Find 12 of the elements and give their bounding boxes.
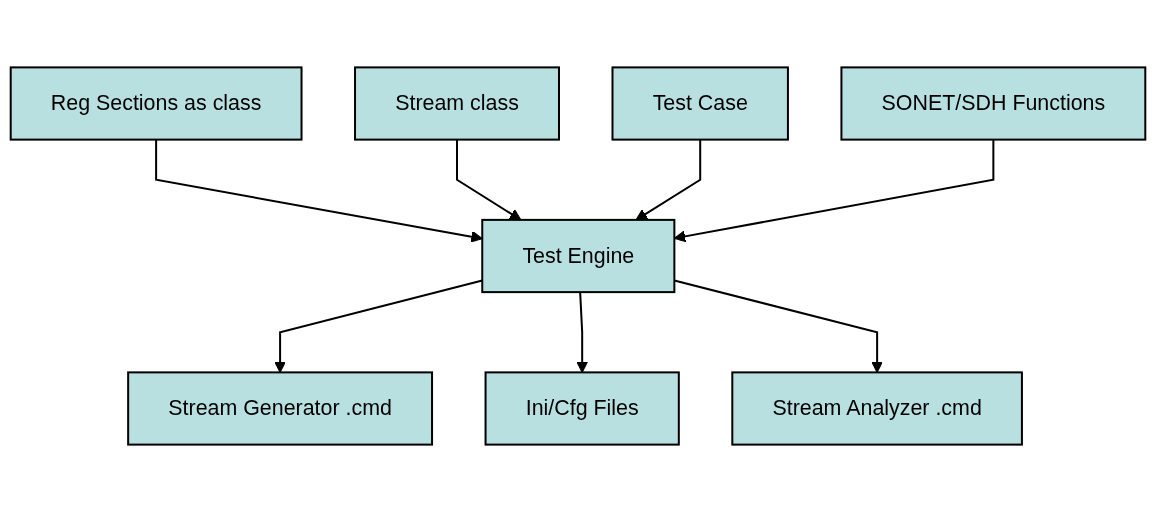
node-box: Stream Generator .cmd (127, 371, 434, 446)
node-box: Ini/Cfg Files (484, 371, 680, 446)
node-box: Reg Sections as class (9, 66, 303, 141)
node-box: Stream class (354, 66, 560, 141)
node-box: SONET/SDH Functions (840, 66, 1147, 141)
arrow (576, 292, 589, 373)
arrow (155, 139, 483, 243)
arrow (674, 279, 883, 373)
arrow (274, 279, 483, 373)
node-box: Test Engine (481, 218, 676, 294)
node-box: Stream Analyzer .cmd (731, 371, 1023, 446)
node-box: Test Case (611, 66, 789, 141)
